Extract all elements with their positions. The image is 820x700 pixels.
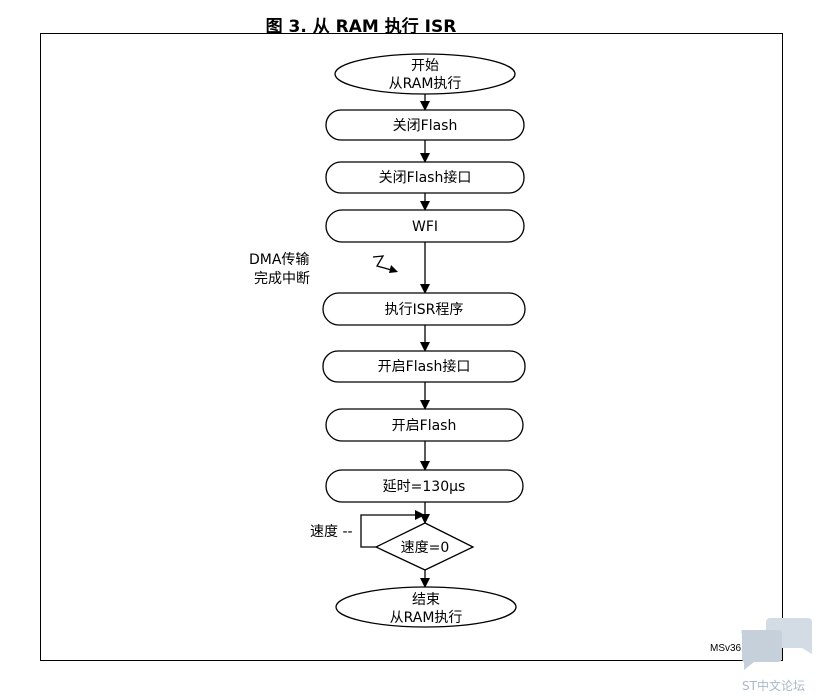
flash-off-label: 关闭Flash bbox=[393, 118, 458, 134]
delay-label: 延时=130µs bbox=[383, 479, 466, 495]
loop-arrow bbox=[360, 510, 425, 548]
node-flash-on: 开启Flash bbox=[325, 408, 524, 442]
end-label-1: 结束 bbox=[412, 592, 440, 608]
wfi-label: WFI bbox=[412, 219, 438, 235]
flash-interface-off-label: 关闭Flash接口 bbox=[379, 169, 472, 186]
decision-label: 速度=0 bbox=[401, 540, 450, 556]
forum-logo-icon bbox=[741, 618, 812, 670]
figure-title: 图 3. 从 RAM 执行 ISR bbox=[265, 17, 457, 37]
node-wfi: WFI bbox=[325, 209, 525, 243]
node-delay: 延时=130µs bbox=[325, 469, 524, 503]
flash-interface-on-label: 开启Flash接口 bbox=[378, 358, 471, 375]
node-flash-interface-off: 关闭Flash接口 bbox=[325, 161, 525, 194]
node-flash-interface-on: 开启Flash接口 bbox=[322, 350, 526, 383]
interrupt-arrow bbox=[372, 255, 396, 272]
node-speed-decision: 速度=0 bbox=[374, 522, 475, 571]
watermark-text: ST中文论坛 bbox=[742, 679, 805, 693]
start-label-2: 从RAM执行 bbox=[389, 76, 462, 92]
node-end: 结束 从RAM执行 bbox=[335, 586, 517, 628]
node-start: 开始 从RAM执行 bbox=[334, 53, 516, 95]
dma-interrupt-label-1: DMA传输 bbox=[249, 252, 309, 268]
end-label-2: 从RAM执行 bbox=[390, 610, 463, 626]
connectors bbox=[360, 93, 430, 588]
diagram-frame bbox=[40, 33, 783, 661]
flash-on-label: 开启Flash bbox=[392, 418, 457, 434]
dma-interrupt-label-2: 完成中断 bbox=[254, 271, 310, 287]
figure-code: MSv36171V1 bbox=[710, 643, 771, 654]
node-flash-off: 关闭Flash bbox=[325, 109, 525, 141]
loop-label: 速度 -- bbox=[310, 524, 353, 540]
node-execute-isr: 执行ISR程序 bbox=[322, 292, 526, 326]
execute-isr-label: 执行ISR程序 bbox=[385, 302, 464, 318]
start-label-1: 开始 bbox=[411, 58, 439, 74]
